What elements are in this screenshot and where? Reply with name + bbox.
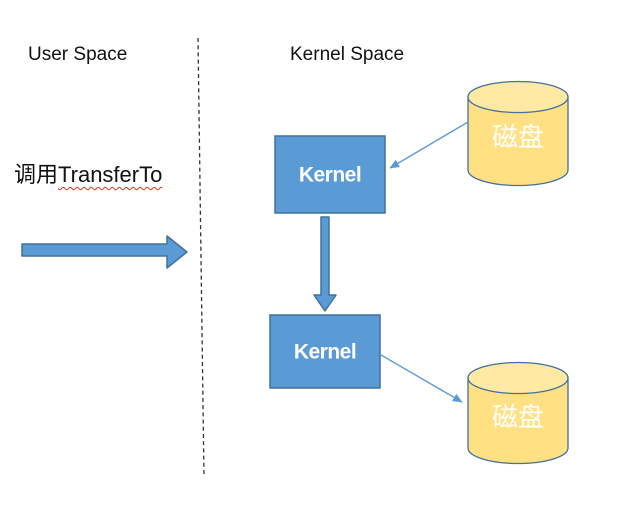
transferto-call-label: 调用TransferTo bbox=[14, 162, 162, 188]
disk-to-kernel-connector bbox=[389, 121, 469, 169]
call-prefix-text: 调用 bbox=[14, 162, 59, 187]
kernel-box-bottom bbox=[269, 314, 381, 389]
disk-cylinder-top: 磁盘 bbox=[467, 80, 569, 187]
kernel-to-kernel-arrow bbox=[313, 216, 337, 312]
call-method-text: TransferTo bbox=[58, 162, 163, 187]
disk-top-label: 磁盘 bbox=[492, 122, 544, 152]
disk-bottom-cap bbox=[467, 361, 569, 395]
disk-cylinder-bottom: 磁盘 bbox=[467, 361, 569, 465]
kernel-box-bottom-label: Kernel bbox=[294, 341, 356, 364]
kernel-to-disk-connector bbox=[380, 354, 463, 403]
disk-top-cap bbox=[467, 80, 569, 114]
user-space-label: User Space bbox=[28, 44, 128, 65]
disk-bottom-body bbox=[467, 377, 569, 465]
call-flow-arrow bbox=[21, 235, 188, 269]
kernel-space-label: Kernel Space bbox=[290, 44, 405, 65]
kernel-box-top bbox=[274, 135, 386, 214]
kernel-box-top-label: Kernel bbox=[299, 164, 361, 187]
disk-bottom-label: 磁盘 bbox=[492, 402, 544, 432]
space-divider-line bbox=[197, 37, 205, 478]
disk-top-body bbox=[467, 96, 569, 187]
